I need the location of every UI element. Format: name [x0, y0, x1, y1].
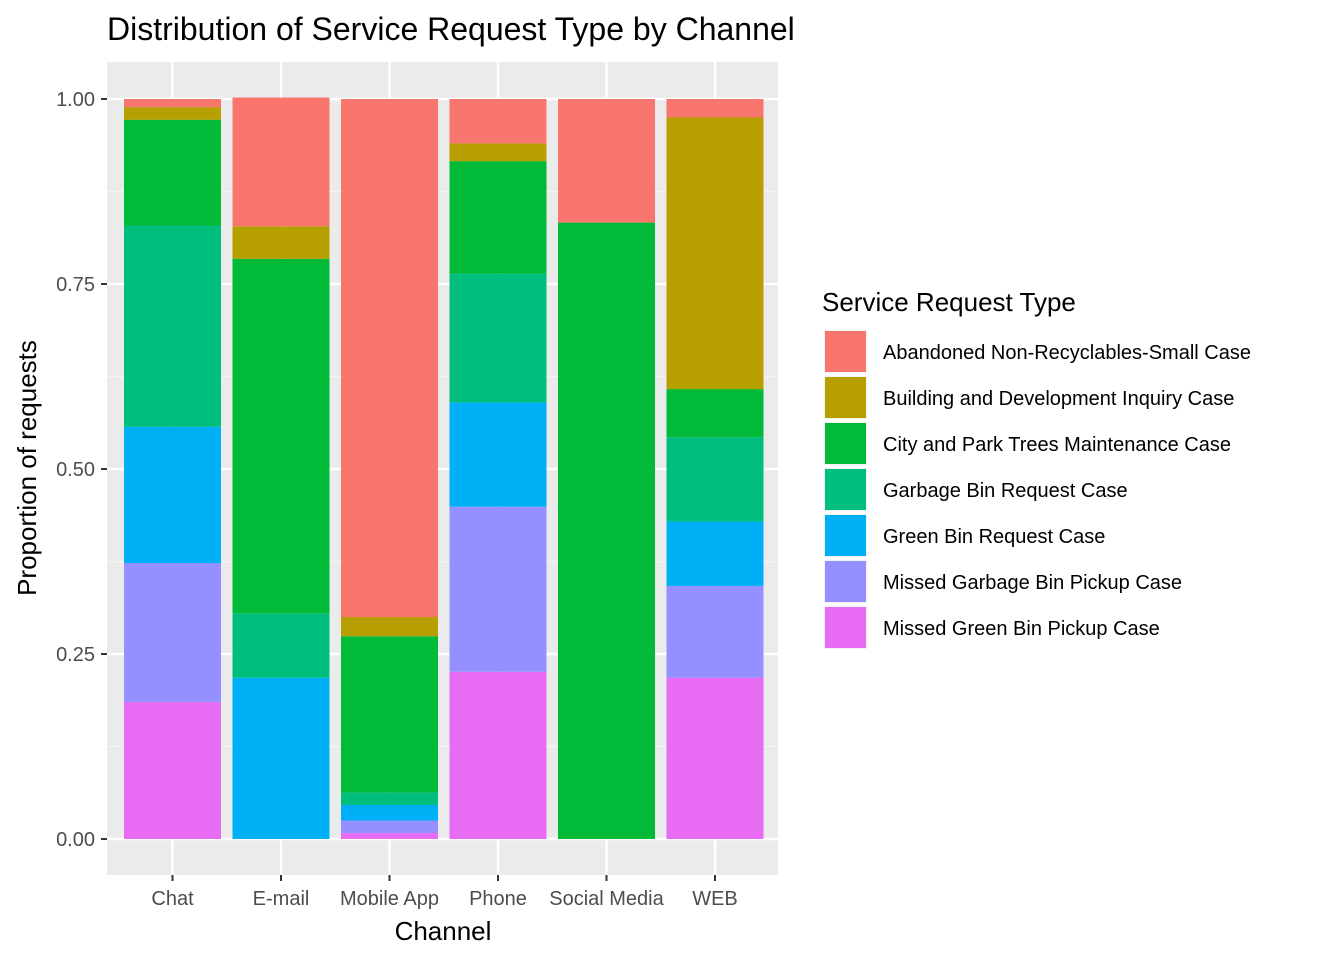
- x-tick-label: WEB: [692, 888, 738, 910]
- bar-segment: [124, 119, 221, 226]
- bar-segment: [341, 617, 438, 637]
- x-tick-label: E-mail: [253, 888, 310, 910]
- x-axis-title: Channel: [395, 916, 492, 946]
- bar-segment: [666, 117, 764, 390]
- legend-label: Missed Garbage Bin Pickup Case: [883, 572, 1182, 594]
- bar-segment: [124, 99, 221, 108]
- y-tick-label: 0.00: [56, 829, 95, 851]
- bar-segment: [449, 402, 547, 507]
- bar-segment: [341, 792, 438, 805]
- legend: Service Request Type Abandoned Non-Recyc…: [822, 287, 1251, 649]
- y-tick-label: 0.75: [56, 274, 95, 296]
- bar-segment: [341, 99, 438, 617]
- legend-swatch: [825, 377, 866, 418]
- bar-segment: [341, 804, 438, 821]
- legend-swatch: [825, 561, 866, 602]
- y-axis-title: Proportion of requests: [12, 340, 42, 596]
- bars: [124, 97, 764, 839]
- bar-segment: [124, 225, 221, 427]
- bar-segment: [666, 437, 764, 522]
- legend-swatch: [825, 515, 866, 556]
- x-tick-label: Phone: [469, 888, 527, 910]
- bar-segment: [124, 107, 221, 120]
- x-axis: Chat E-mail Mobile App Phone Social Media WEB: [151, 875, 738, 910]
- bar-segment: [124, 426, 221, 563]
- bar-segment: [449, 161, 547, 274]
- bar-segment: [124, 702, 221, 839]
- bar-segment: [666, 99, 764, 118]
- legend-label: Building and Development Inquiry Case: [883, 388, 1234, 410]
- legend-swatch: [825, 469, 866, 510]
- bar-segment: [449, 99, 547, 144]
- bar-segment: [449, 273, 547, 403]
- y-axis: 0.00 0.25 0.50 0.75 1.00: [56, 89, 107, 851]
- bar-segment: [666, 677, 764, 839]
- bar-segment: [124, 562, 221, 703]
- bar-segment: [232, 258, 330, 614]
- bar-segment: [341, 820, 438, 834]
- bar-segment: [558, 222, 655, 839]
- legend-label: Missed Green Bin Pickup Case: [883, 618, 1160, 640]
- bar-segment: [449, 671, 547, 839]
- x-tick-label: Social Media: [549, 888, 664, 910]
- legend-title: Service Request Type: [822, 287, 1076, 317]
- y-tick-label: 0.25: [56, 644, 95, 666]
- legend-swatch: [825, 423, 866, 464]
- y-tick-label: 1.00: [56, 89, 95, 111]
- bar-segment: [558, 99, 655, 223]
- bar-segment: [666, 389, 764, 438]
- legend-label: Green Bin Request Case: [883, 526, 1105, 548]
- bar-segment: [341, 636, 438, 793]
- bar-segment: [232, 97, 330, 227]
- bar-segment: [666, 521, 764, 586]
- bar-segment: [232, 677, 330, 839]
- y-tick-label: 0.50: [56, 459, 95, 481]
- legend-label: City and Park Trees Maintenance Case: [883, 434, 1231, 456]
- bar-segment: [666, 585, 764, 678]
- x-tick-label: Mobile App: [340, 888, 439, 910]
- bar-segment: [341, 833, 438, 839]
- legend-swatch: [825, 607, 866, 648]
- legend-swatch: [825, 331, 866, 372]
- bar-segment: [232, 613, 330, 678]
- bar-segment: [449, 506, 547, 672]
- bar-segment: [449, 143, 547, 162]
- legend-label: Abandoned Non-Recyclables-Small Case: [883, 342, 1251, 364]
- legend-label: Garbage Bin Request Case: [883, 480, 1128, 502]
- chart-title: Distribution of Service Request Type by …: [107, 11, 795, 47]
- x-tick-label: Chat: [151, 888, 194, 910]
- bar-segment: [232, 226, 330, 259]
